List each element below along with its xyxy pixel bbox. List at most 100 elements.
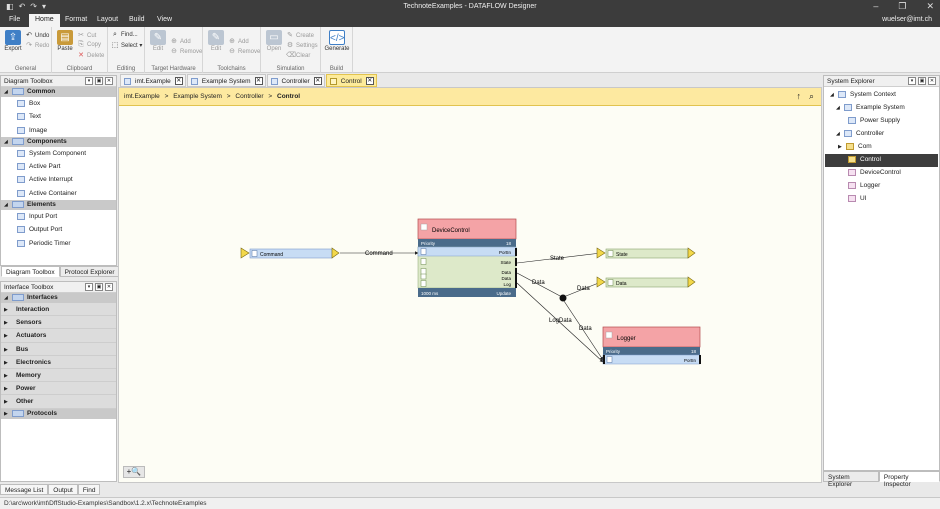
customize-icon[interactable]: ▾ xyxy=(41,2,46,11)
menu-format[interactable]: Format xyxy=(65,16,88,23)
tool-system-component[interactable]: System Component xyxy=(1,147,116,160)
tool-text[interactable]: Text xyxy=(1,110,116,123)
tree-item-logger[interactable]: Logger xyxy=(848,180,938,193)
connection-data-out[interactable] xyxy=(565,281,602,297)
navigate-up-icon[interactable]: ↑ xyxy=(796,91,801,101)
pin-icon[interactable]: ▣ xyxy=(95,283,103,291)
category-electronics[interactable]: ▶Electronics xyxy=(1,355,116,369)
breadcrumb-item-imt-example[interactable]: imt.Example xyxy=(124,93,160,100)
connection-state[interactable] xyxy=(516,251,602,264)
tool-box[interactable]: Box xyxy=(1,97,116,110)
export-button[interactable]: ⇪ Export xyxy=(4,30,22,52)
category-interaction[interactable]: ▶Interaction xyxy=(1,303,116,317)
junction-point[interactable] xyxy=(559,294,567,302)
pin-icon[interactable]: ▣ xyxy=(918,77,926,85)
cut-button[interactable]: ✂Cut xyxy=(78,32,97,39)
category-other[interactable]: ▶Other xyxy=(1,395,116,409)
breadcrumb-item-example-system[interactable]: Example System xyxy=(173,93,222,100)
component-devicecontrol[interactable]: DeviceControl Priority 18 PortIn State D… xyxy=(417,218,517,297)
component-logger[interactable]: Logger Priority 18 PortIn xyxy=(602,326,701,365)
tree-item-control[interactable]: Control xyxy=(825,154,938,167)
tab-control[interactable]: Control✕ xyxy=(325,74,377,87)
close-icon[interactable]: ✕ xyxy=(174,77,183,85)
tab-find[interactable]: Find xyxy=(77,484,101,495)
diagram-canvas[interactable]: imt.Example > Example System > Controlle… xyxy=(118,87,822,483)
tree-item-example-system[interactable]: ◢Example System xyxy=(836,104,905,112)
connection-data[interactable] xyxy=(516,272,563,298)
tab-message-list[interactable]: Message List xyxy=(0,484,49,495)
category-memory[interactable]: ▶Memory xyxy=(1,368,116,383)
tab-example-system[interactable]: Example System✕ xyxy=(186,74,266,87)
simulation-create-button[interactable]: ✎Create xyxy=(287,32,315,39)
tab-imt-example[interactable]: imt.Example✕ xyxy=(120,74,186,87)
tool-input-port[interactable]: Input Port xyxy=(1,210,116,223)
tab-controller[interactable]: Controller✕ xyxy=(266,74,325,87)
menu-view[interactable]: View xyxy=(157,16,173,23)
tree-item-devicecontrol[interactable]: DeviceControl xyxy=(848,167,938,180)
undo-icon[interactable]: ↶ xyxy=(18,2,26,11)
hardware-remove-button[interactable]: ⊖Remove xyxy=(171,48,203,55)
generate-button[interactable]: </> Generate xyxy=(323,30,351,52)
tab-property-inspector[interactable]: Property Inspector xyxy=(878,471,940,488)
close-icon[interactable]: ✕ xyxy=(254,77,263,85)
close-icon[interactable]: ✕ xyxy=(105,77,113,85)
menu-home[interactable]: Home xyxy=(29,14,60,27)
output-port-data[interactable]: Data xyxy=(596,276,696,288)
tab-system-explorer[interactable]: System Explorer xyxy=(823,471,879,488)
pin-icon[interactable]: ▣ xyxy=(95,77,103,85)
connection-logdata[interactable] xyxy=(516,282,604,363)
close-icon[interactable]: ✕ xyxy=(928,77,936,85)
dropdown-icon[interactable]: ▾ xyxy=(85,283,93,291)
tool-output-port[interactable]: Output Port xyxy=(1,223,116,236)
tool-active-interrupt[interactable]: Active Interrupt xyxy=(1,173,116,186)
close-button[interactable]: ✕ xyxy=(926,1,934,11)
category-common[interactable]: ◢Common xyxy=(1,87,116,97)
category-interfaces[interactable]: ◢Interfaces xyxy=(1,293,116,303)
tree-item-controller[interactable]: ◢Controller xyxy=(836,130,885,138)
minimize-button[interactable]: – xyxy=(873,1,879,11)
toolchain-add-button[interactable]: ⊕Add xyxy=(229,38,249,45)
toolchain-edit-button[interactable]: ✎ Edit xyxy=(203,30,229,52)
tab-protocol-explorer[interactable]: Protocol Explorer xyxy=(59,266,120,277)
category-sensors[interactable]: ▶Sensors xyxy=(1,316,116,330)
tool-periodic-timer[interactable]: Periodic Timer xyxy=(1,237,116,250)
redo-button[interactable]: ↷Redo xyxy=(26,42,50,49)
hardware-add-button[interactable]: ⊕Add xyxy=(171,38,191,45)
tab-output[interactable]: Output xyxy=(48,484,78,495)
simulation-clear-button[interactable]: ⌫Clear xyxy=(286,52,311,59)
menu-build[interactable]: Build xyxy=(129,16,145,23)
close-icon[interactable]: ✕ xyxy=(313,77,322,85)
tab-diagram-toolbox[interactable]: Diagram Toolbox xyxy=(1,266,60,277)
search-icon[interactable]: ⌕ xyxy=(808,91,814,101)
undo-button[interactable]: ↶Undo xyxy=(26,32,50,39)
category-elements[interactable]: ◢Elements xyxy=(1,200,116,211)
output-port-state[interactable]: State xyxy=(596,247,696,259)
tool-active-part[interactable]: Active Part xyxy=(1,160,116,173)
category-protocols[interactable]: ▶Protocols xyxy=(1,408,116,419)
category-bus[interactable]: ▶Bus xyxy=(1,342,116,356)
connection-data-logger[interactable] xyxy=(563,300,604,361)
tree-item-power-supply[interactable]: Power Supply xyxy=(848,115,938,128)
category-actuators[interactable]: ▶Actuators xyxy=(1,329,116,343)
redo-icon[interactable]: ↷ xyxy=(30,2,37,11)
simulation-settings-button[interactable]: ⚙Settings xyxy=(286,42,318,49)
tool-active-container[interactable]: Active Container xyxy=(1,187,116,200)
dropdown-icon[interactable]: ▾ xyxy=(85,77,93,85)
menu-layout[interactable]: Layout xyxy=(97,16,119,23)
category-components[interactable]: ◢Components xyxy=(1,136,116,147)
menu-file[interactable]: File xyxy=(9,16,21,23)
paste-button[interactable]: ▤ Paste xyxy=(57,30,73,52)
copy-button[interactable]: ⎘Copy xyxy=(78,41,102,48)
close-icon[interactable]: ✕ xyxy=(105,283,113,291)
input-port-command[interactable]: Command xyxy=(240,247,340,259)
find-button[interactable]: ⌕Find... xyxy=(111,31,138,39)
hardware-edit-button[interactable]: ✎ Edit xyxy=(145,30,171,52)
tool-image[interactable]: Image xyxy=(1,124,116,137)
simulation-open-button[interactable]: ▭ Open xyxy=(266,30,282,52)
close-icon[interactable]: ✕ xyxy=(365,77,374,85)
category-power[interactable]: ▶Power xyxy=(1,382,116,396)
tree-item-system-context[interactable]: ◢System Context xyxy=(830,91,896,99)
zoom-control[interactable]: +🔍 xyxy=(123,466,145,478)
toolchain-remove-button[interactable]: ⊖Remove xyxy=(229,48,261,55)
dropdown-icon[interactable]: ▾ xyxy=(908,77,916,85)
